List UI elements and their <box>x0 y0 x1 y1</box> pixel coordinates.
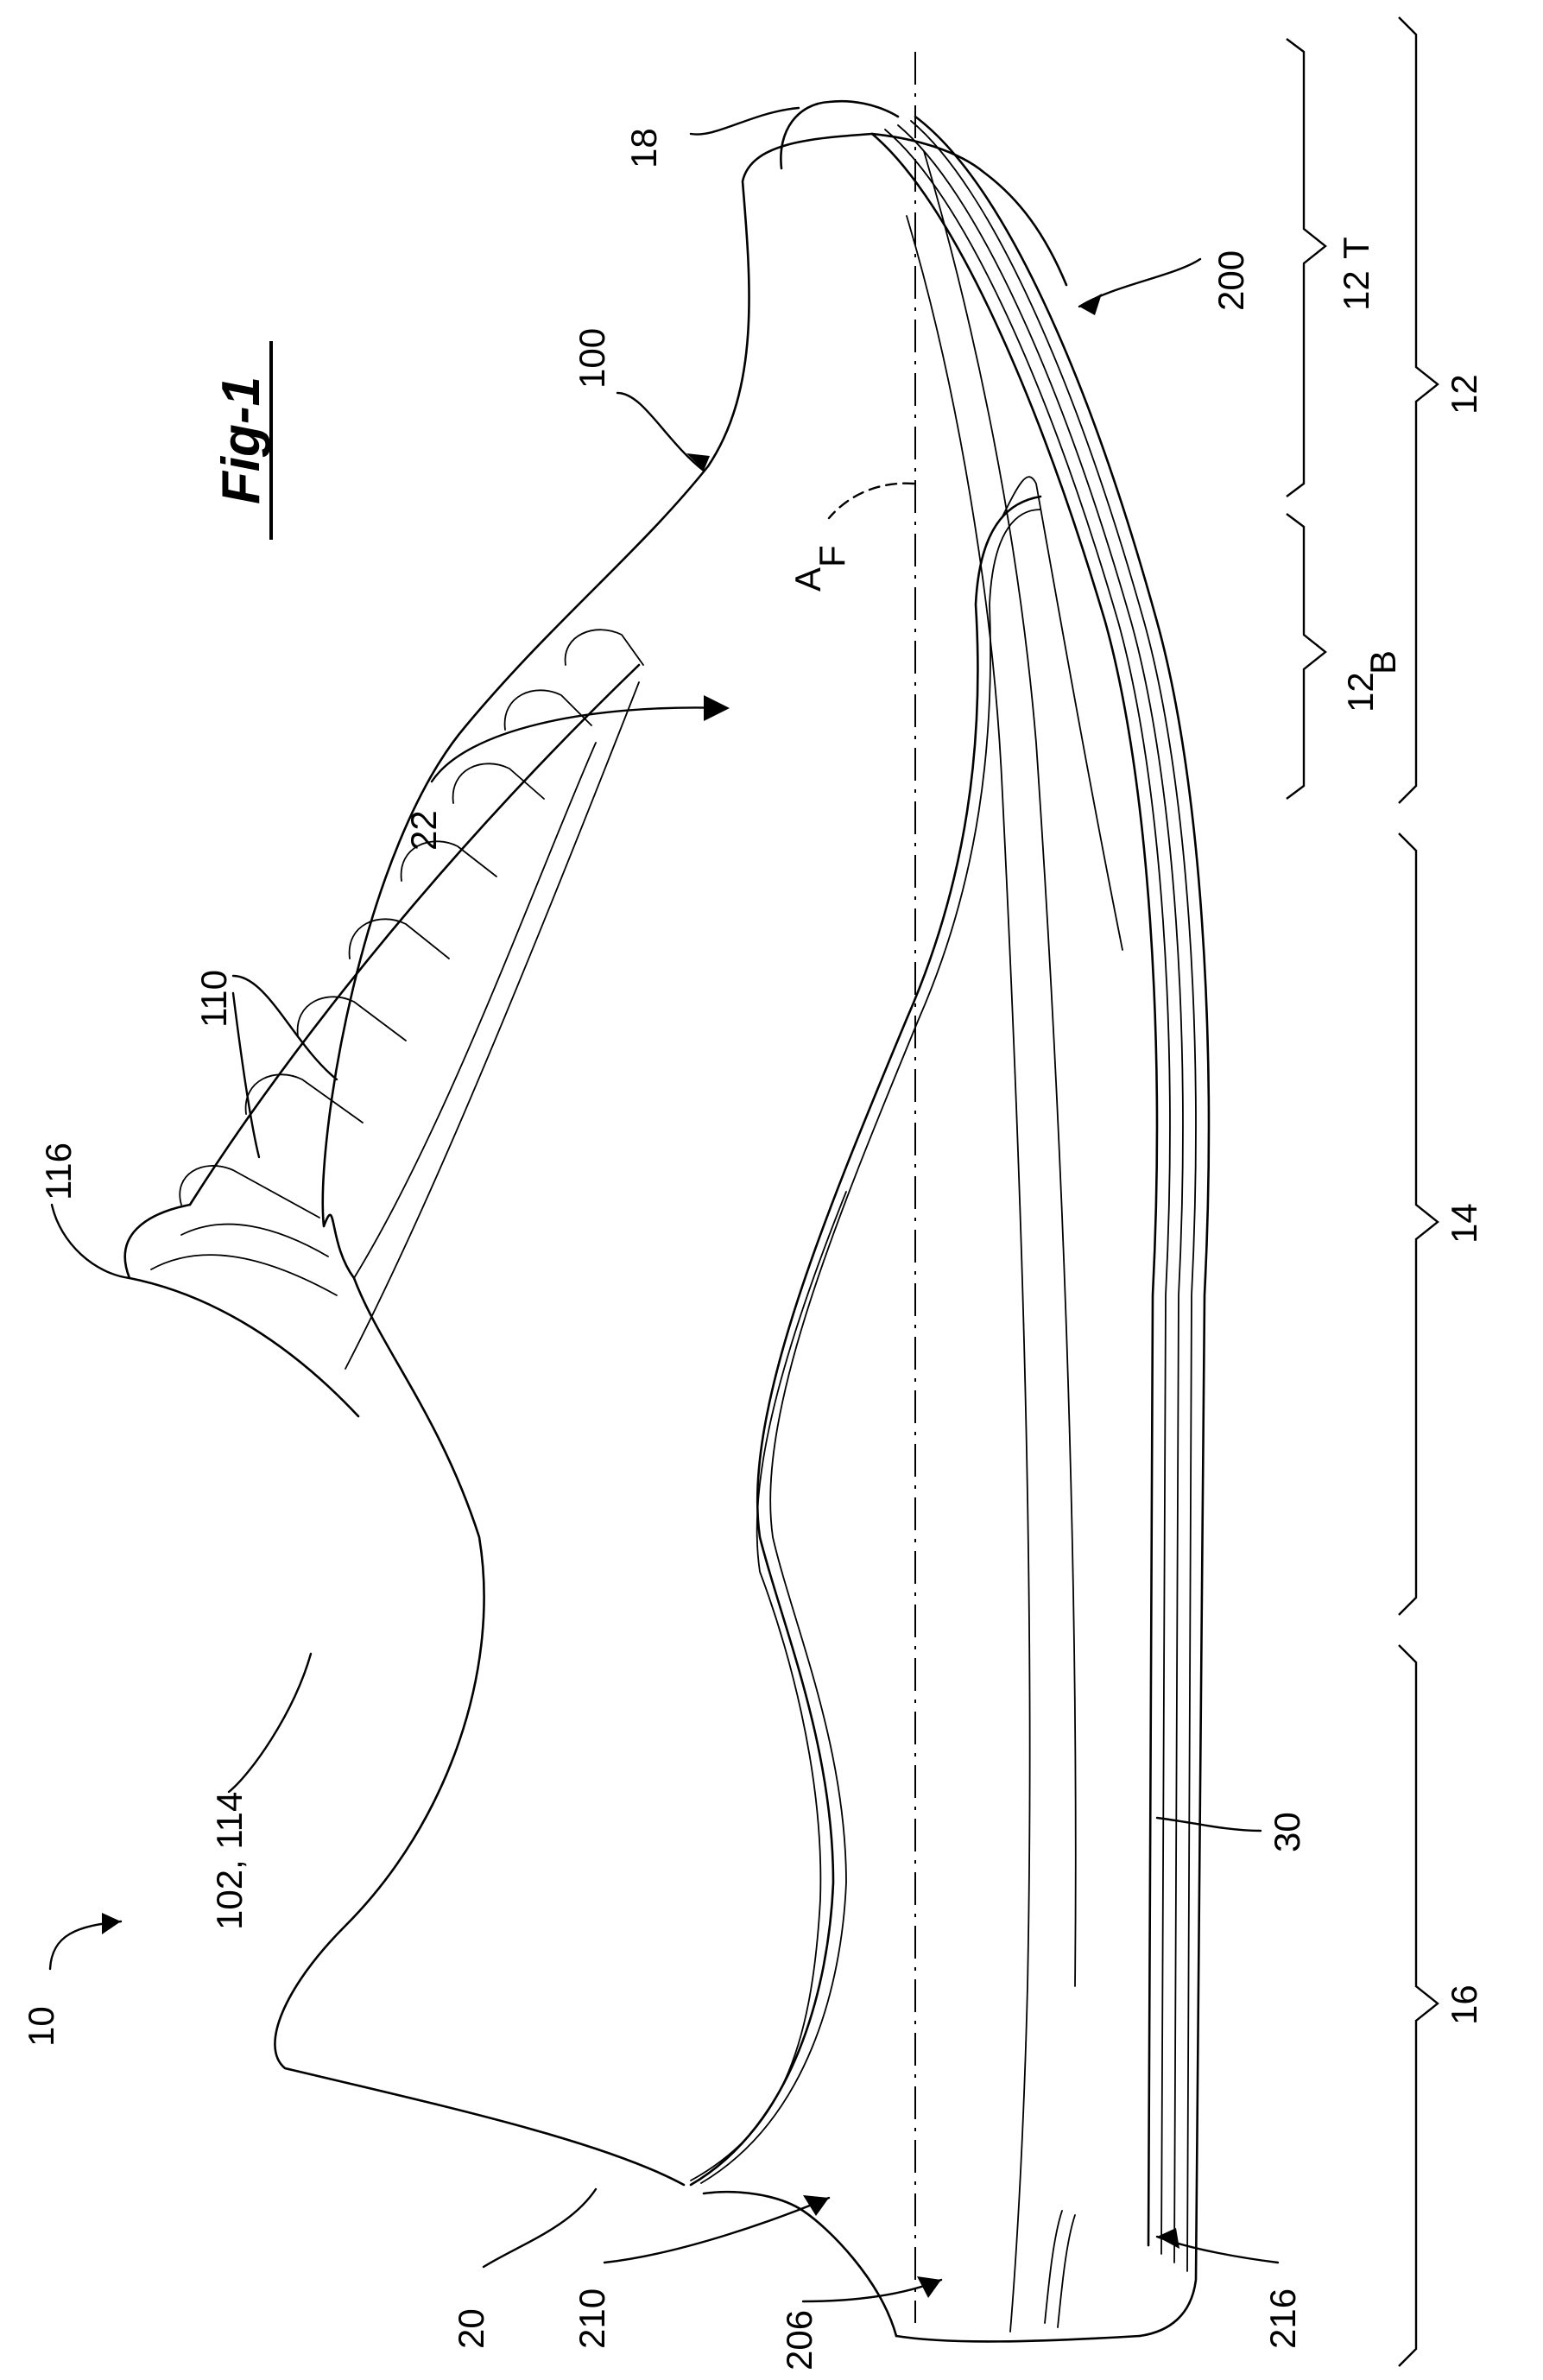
label-30: 30 <box>1267 1812 1307 1852</box>
eyelet-2 <box>246 1074 363 1123</box>
eyelet-1 <box>180 1166 319 1218</box>
label-18: 18 <box>623 128 664 168</box>
brace-12b <box>1287 514 1325 799</box>
tongue-rib-2 <box>181 1225 328 1256</box>
label-216: 216 <box>1262 2288 1303 2349</box>
sole-layer-3 <box>898 125 1183 2263</box>
leader-30 <box>1157 1818 1261 1831</box>
label-102-114: 102, 114 <box>209 1792 250 1930</box>
axis-label-sub: F <box>812 545 852 567</box>
toe-section <box>781 101 1122 950</box>
tongue-outline <box>125 1205 358 1416</box>
eyelet-8 <box>566 630 643 665</box>
label-100: 100 <box>572 328 612 389</box>
shoe-upper <box>275 134 1040 2336</box>
leader-110a <box>233 976 337 1079</box>
arrow-216 <box>1157 2228 1179 2249</box>
forefoot-panel <box>1002 477 1122 950</box>
axis-label-leader <box>829 484 914 518</box>
leader-22 <box>432 707 725 782</box>
region-14: 14 <box>1444 1203 1484 1244</box>
eyelet-4 <box>350 919 449 959</box>
label-206: 206 <box>779 2310 819 2371</box>
figure-title: Fig-1 <box>212 377 271 504</box>
upper-outline <box>275 134 872 2185</box>
sole-structure <box>872 117 1209 2341</box>
lace-edge <box>190 665 639 1205</box>
region-12t: 12 <box>1336 270 1376 311</box>
axis-label-group: A F <box>787 545 852 592</box>
region-12b-sub: B <box>1363 650 1403 674</box>
leader-18 <box>691 108 799 135</box>
label-20: 20 <box>451 2308 491 2349</box>
sole-heel-bottom <box>896 2336 1140 2341</box>
leader-20 <box>484 2189 596 2267</box>
collar-line <box>354 743 596 1278</box>
label-116: 116 <box>38 1143 79 1200</box>
arrow-22 <box>704 695 730 721</box>
brace-16 <box>1399 1645 1438 2366</box>
brace-12 <box>1399 17 1438 803</box>
brace-14 <box>1399 833 1438 1615</box>
axis-label-a: A <box>787 567 828 592</box>
label-110: 110 <box>193 970 234 1028</box>
label-200: 200 <box>1211 250 1251 311</box>
heel-counter-seam <box>691 1192 846 2181</box>
figure-title-group: Fig-1 <box>212 341 271 540</box>
tongue-rib-1 <box>151 1255 337 1295</box>
label-10: 10 <box>21 2006 61 2047</box>
region-12t-sub: T <box>1336 237 1376 259</box>
sole-layer-4 <box>911 121 1196 2271</box>
region-12b: 12 <box>1340 672 1381 712</box>
region-12b-label: 12 B <box>1340 650 1403 712</box>
lace-edge-inner <box>345 682 639 1369</box>
brace-12t <box>1287 39 1325 497</box>
midsole-line <box>907 216 1030 2332</box>
sole-side-curve-inner <box>701 510 1040 2183</box>
leader-210 <box>604 2198 829 2263</box>
region-16: 16 <box>1444 1984 1484 2025</box>
arrow-10 <box>102 1913 121 1934</box>
eyelet-3 <box>298 997 406 1041</box>
label-22: 22 <box>403 810 444 851</box>
eyelet-loops <box>180 630 643 1218</box>
region-12: 12 <box>1444 374 1484 415</box>
heel-layer-b <box>1058 2215 1075 2327</box>
leader-116 <box>52 1205 130 1278</box>
sole-layer-2 <box>885 130 1170 2254</box>
leader-100 <box>617 393 704 471</box>
toe-tip <box>872 134 1066 285</box>
sole-side-curve <box>691 497 1040 2185</box>
region-12t-label: 12 T <box>1336 237 1376 311</box>
label-210: 210 <box>572 2288 612 2349</box>
eyelet-6 <box>453 763 544 803</box>
leader-102-114 <box>229 1654 311 1792</box>
